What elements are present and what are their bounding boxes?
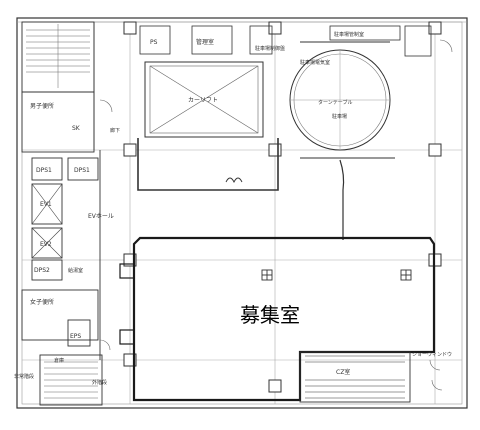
label-ev1: EV1 <box>40 201 52 208</box>
label-car-control-room: 駐車場管制室 <box>334 31 364 38</box>
service-core <box>21 21 103 406</box>
label-car-lift: カーリフト <box>188 97 218 104</box>
label-corridor: 廊下 <box>110 127 120 134</box>
label-cz-room: CZ室 <box>336 368 350 376</box>
label-storage: 倉庫 <box>54 357 64 364</box>
label-ps: PS <box>150 39 158 46</box>
window-marks <box>261 269 412 281</box>
door-swings <box>99 39 453 391</box>
stair-south <box>44 361 98 399</box>
label-management-room: 管理室 <box>196 38 214 46</box>
elevators <box>31 183 63 259</box>
corridor <box>137 138 345 240</box>
upper-rooms <box>139 25 432 57</box>
label-water-room: 給湯室 <box>68 267 83 274</box>
label-dps2: DPS2 <box>34 267 50 274</box>
structural-columns <box>123 21 442 393</box>
label-stair-west: 非常階段 <box>14 373 34 380</box>
label-parking-control-board: 駐車場制御盤 <box>255 45 285 52</box>
stair-east <box>299 351 411 403</box>
label-eps: EPS <box>70 333 81 340</box>
label-dps1-left: DPS1 <box>36 167 52 174</box>
stair-west <box>26 24 90 88</box>
label-stair-east: 外階段 <box>92 379 107 386</box>
label-turntable: ターンテーブル <box>318 99 352 106</box>
label-sk: SK <box>72 125 81 132</box>
room-labels: PS 管理室 カーリフト ターンテーブル 駐車場 駐車場管制室 駐車場制御盤 駐… <box>14 31 452 386</box>
label-female-toilet: 女子便所 <box>30 298 54 306</box>
label-parking-entrance: 駐車場 <box>332 113 347 120</box>
car-lift <box>144 61 264 138</box>
rental-room-label: 募集室 <box>240 303 300 327</box>
label-ev2: EV2 <box>40 241 52 248</box>
rental-room <box>119 236 436 402</box>
label-show-window: ショーウィンドウ <box>412 351 452 358</box>
label-ev-hall: EVホール <box>88 213 114 220</box>
label-dps1-right: DPS1 <box>74 167 90 174</box>
label-male-toilet: 男子便所 <box>30 102 54 110</box>
label-parking-elec-room: 駐車場電気室 <box>300 59 330 66</box>
turntable <box>289 41 395 159</box>
building-outline <box>16 17 468 409</box>
